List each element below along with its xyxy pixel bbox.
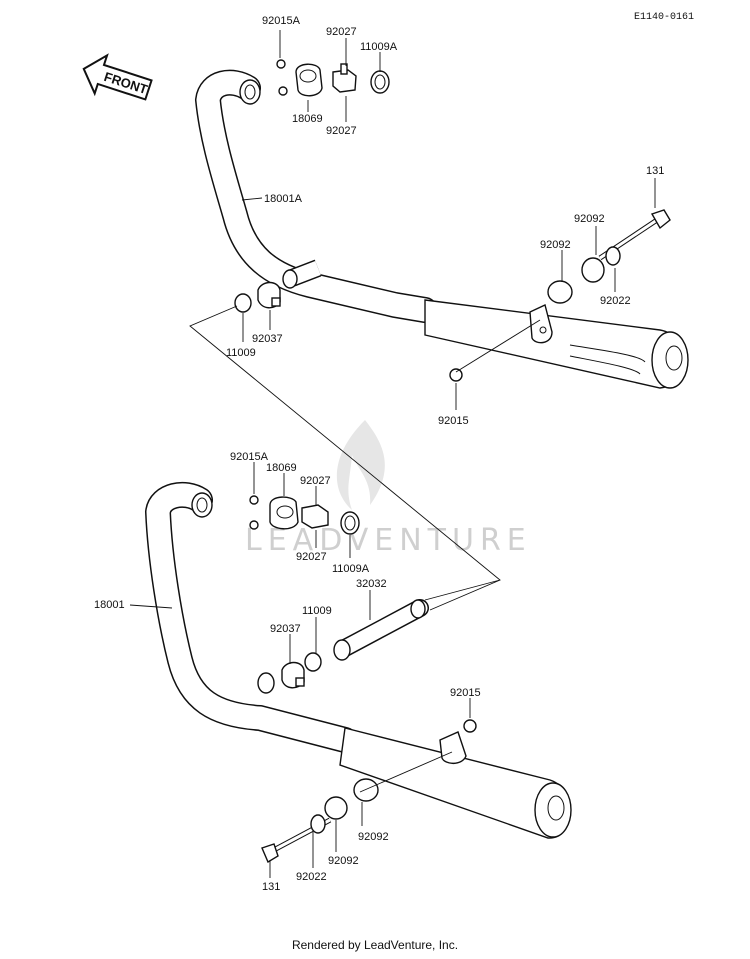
part-label: 92027 — [326, 26, 357, 38]
part-label: 92037 — [252, 333, 283, 345]
upper-clamp-parts — [234, 281, 281, 313]
part-label: 11009A — [332, 563, 370, 575]
part-labels: 92015A 92027 11009A 18069 92027 18001A 1… — [94, 15, 664, 893]
part-label: 131 — [646, 165, 664, 177]
upper-exhaust-pipe — [194, 69, 689, 389]
part-label: 18069 — [266, 462, 297, 474]
leadventure-watermark: LEADVENTURE — [245, 420, 532, 558]
lower-bolt-stack — [261, 719, 477, 864]
upper-bolt-stack — [449, 209, 671, 382]
part-label: 92092 — [540, 239, 571, 251]
part-label: 92022 — [296, 871, 327, 883]
upper-top-small-parts — [276, 59, 390, 97]
diagram-code: E1140-0161 — [633, 12, 694, 23]
part-label: 92037 — [270, 623, 301, 635]
part-label: 92022 — [600, 295, 631, 307]
part-label: 18001 — [94, 599, 125, 611]
lower-top-small-parts — [249, 495, 360, 535]
footer-credit: Rendered by LeadVenture, Inc. — [291, 938, 459, 952]
front-arrow-icon: FRONT — [82, 53, 153, 101]
part-label: 92015A — [230, 451, 269, 463]
lower-leader-lines — [129, 462, 501, 878]
part-label: 92092 — [358, 831, 389, 843]
part-label: 92027 — [300, 475, 331, 487]
part-label: 92015 — [438, 415, 469, 427]
part-label: 11009 — [302, 605, 332, 617]
part-label: 11009A — [360, 41, 398, 53]
part-label: 92092 — [574, 213, 605, 225]
part-label: 92015 — [450, 687, 481, 699]
part-label: 131 — [262, 881, 280, 893]
lower-exhaust-pipe — [144, 481, 572, 839]
upper-leader-lines — [189, 30, 656, 611]
part-label: 92092 — [328, 855, 359, 867]
part-label: 18069 — [292, 113, 323, 125]
part-label: 92015A — [262, 15, 301, 27]
part-label: 11009 — [226, 347, 256, 359]
part-label: 92027 — [296, 551, 327, 563]
watermark-text: LEADVENTURE — [245, 523, 532, 558]
part-label: 92027 — [326, 125, 357, 137]
connector-pipe — [281, 599, 429, 689]
part-label: 32032 — [356, 578, 387, 590]
part-label: 18001A — [264, 193, 303, 205]
